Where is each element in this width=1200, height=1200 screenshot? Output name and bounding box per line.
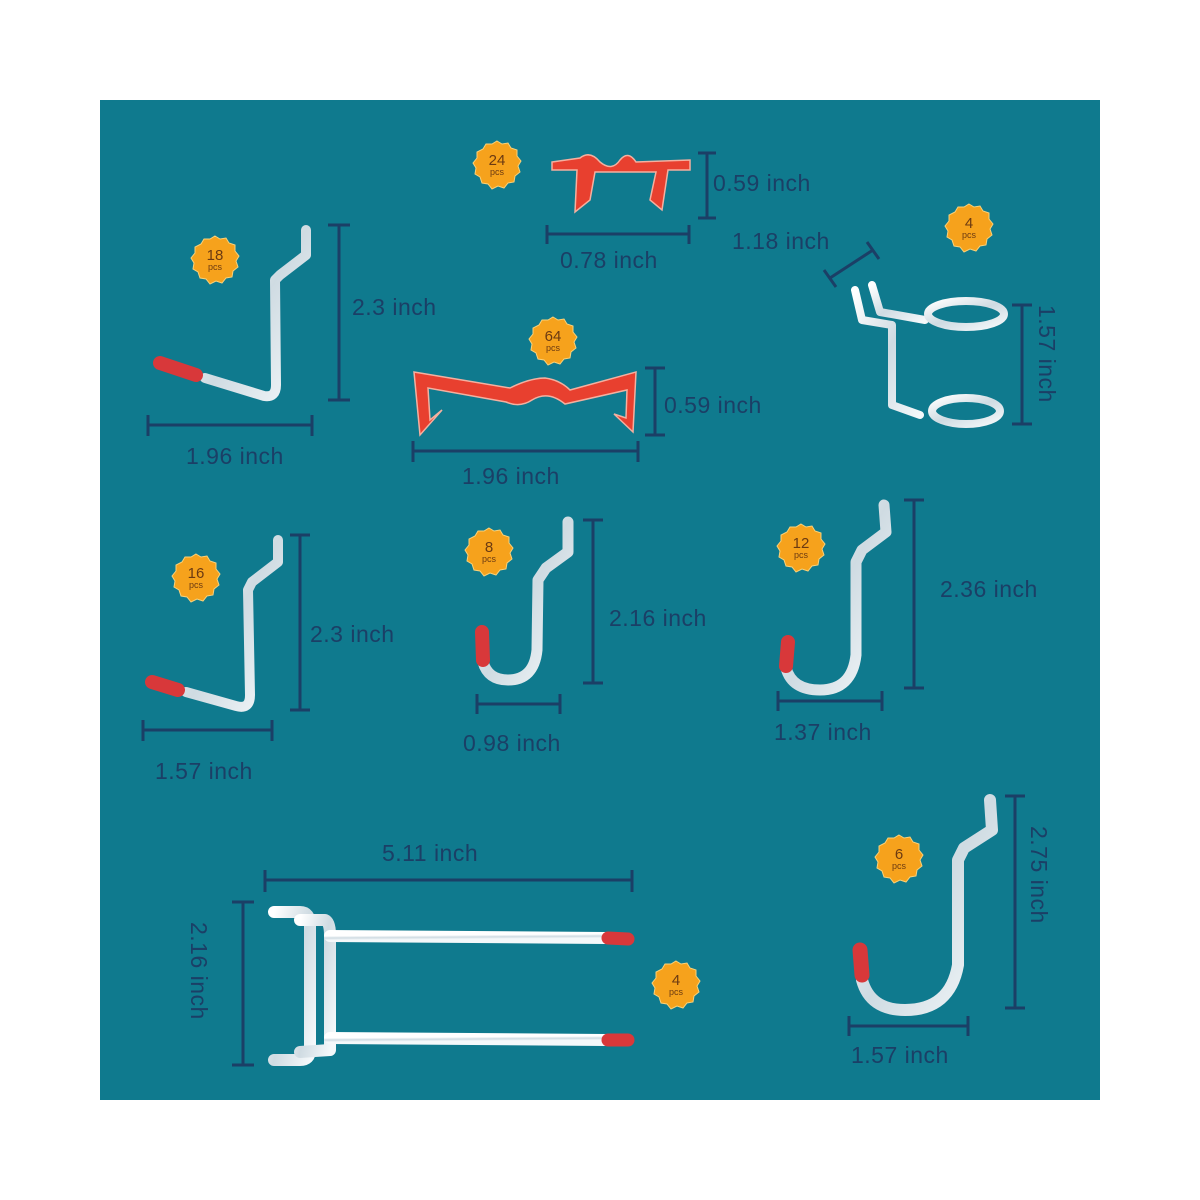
- dimension-height: 2.16 inch: [186, 922, 212, 1020]
- quantity-badge: 24 pcs: [472, 140, 522, 190]
- dimension-width: 0.78 inch: [560, 247, 658, 273]
- dimension-height: 2.16 inch: [609, 605, 707, 631]
- dimension-height: 0.59 inch: [713, 170, 811, 196]
- dimension-height: 2.75 inch: [1026, 826, 1052, 924]
- dimension-height: 2.36 inch: [940, 576, 1038, 602]
- dimension-lines: [141, 151, 1032, 1067]
- quantity-badge: 64 pcs: [528, 316, 578, 366]
- quantity-badge: 4 pcs: [651, 960, 701, 1010]
- dimension-width: 1.18 inch: [732, 228, 830, 254]
- dimension-height: 0.59 inch: [664, 392, 762, 418]
- badge-seal-icon: [464, 527, 514, 577]
- badge-seal-icon: [776, 523, 826, 573]
- badge-seal-icon: [190, 235, 240, 285]
- dimension-width: 1.96 inch: [186, 443, 284, 469]
- clip-small-shape: [551, 154, 691, 214]
- clip-large-shape: [413, 371, 637, 437]
- dimension-width: 5.11 inch: [382, 840, 479, 866]
- red-tips: [145, 356, 870, 1047]
- dimension-width: 0.98 inch: [463, 730, 561, 756]
- quantity-badge: 16 pcs: [171, 553, 221, 603]
- dimension-height: 2.3 inch: [352, 294, 437, 320]
- quantity-badge: 8 pcs: [464, 527, 514, 577]
- badge-seal-icon: [472, 140, 522, 190]
- quantity-badge: 4 pcs: [944, 203, 994, 253]
- metal-hooks: [181, 225, 1008, 1066]
- dimension-height: 2.3 inch: [310, 621, 395, 647]
- badge-seal-icon: [651, 960, 701, 1010]
- badge-seal-icon: [944, 203, 994, 253]
- dimension-width: 1.96 inch: [462, 463, 560, 489]
- dimension-width: 1.37 inch: [774, 719, 872, 745]
- badge-seal-icon: [528, 316, 578, 366]
- dimension-width: 1.57 inch: [851, 1042, 949, 1068]
- quantity-badge: 6 pcs: [874, 834, 924, 884]
- badge-seal-icon: [874, 834, 924, 884]
- dimension-height: 1.57 inch: [1034, 305, 1060, 403]
- dimension-width: 1.57 inch: [155, 758, 253, 784]
- badge-seal-icon: [171, 553, 221, 603]
- quantity-badge: 12 pcs: [776, 523, 826, 573]
- quantity-badge: 18 pcs: [190, 235, 240, 285]
